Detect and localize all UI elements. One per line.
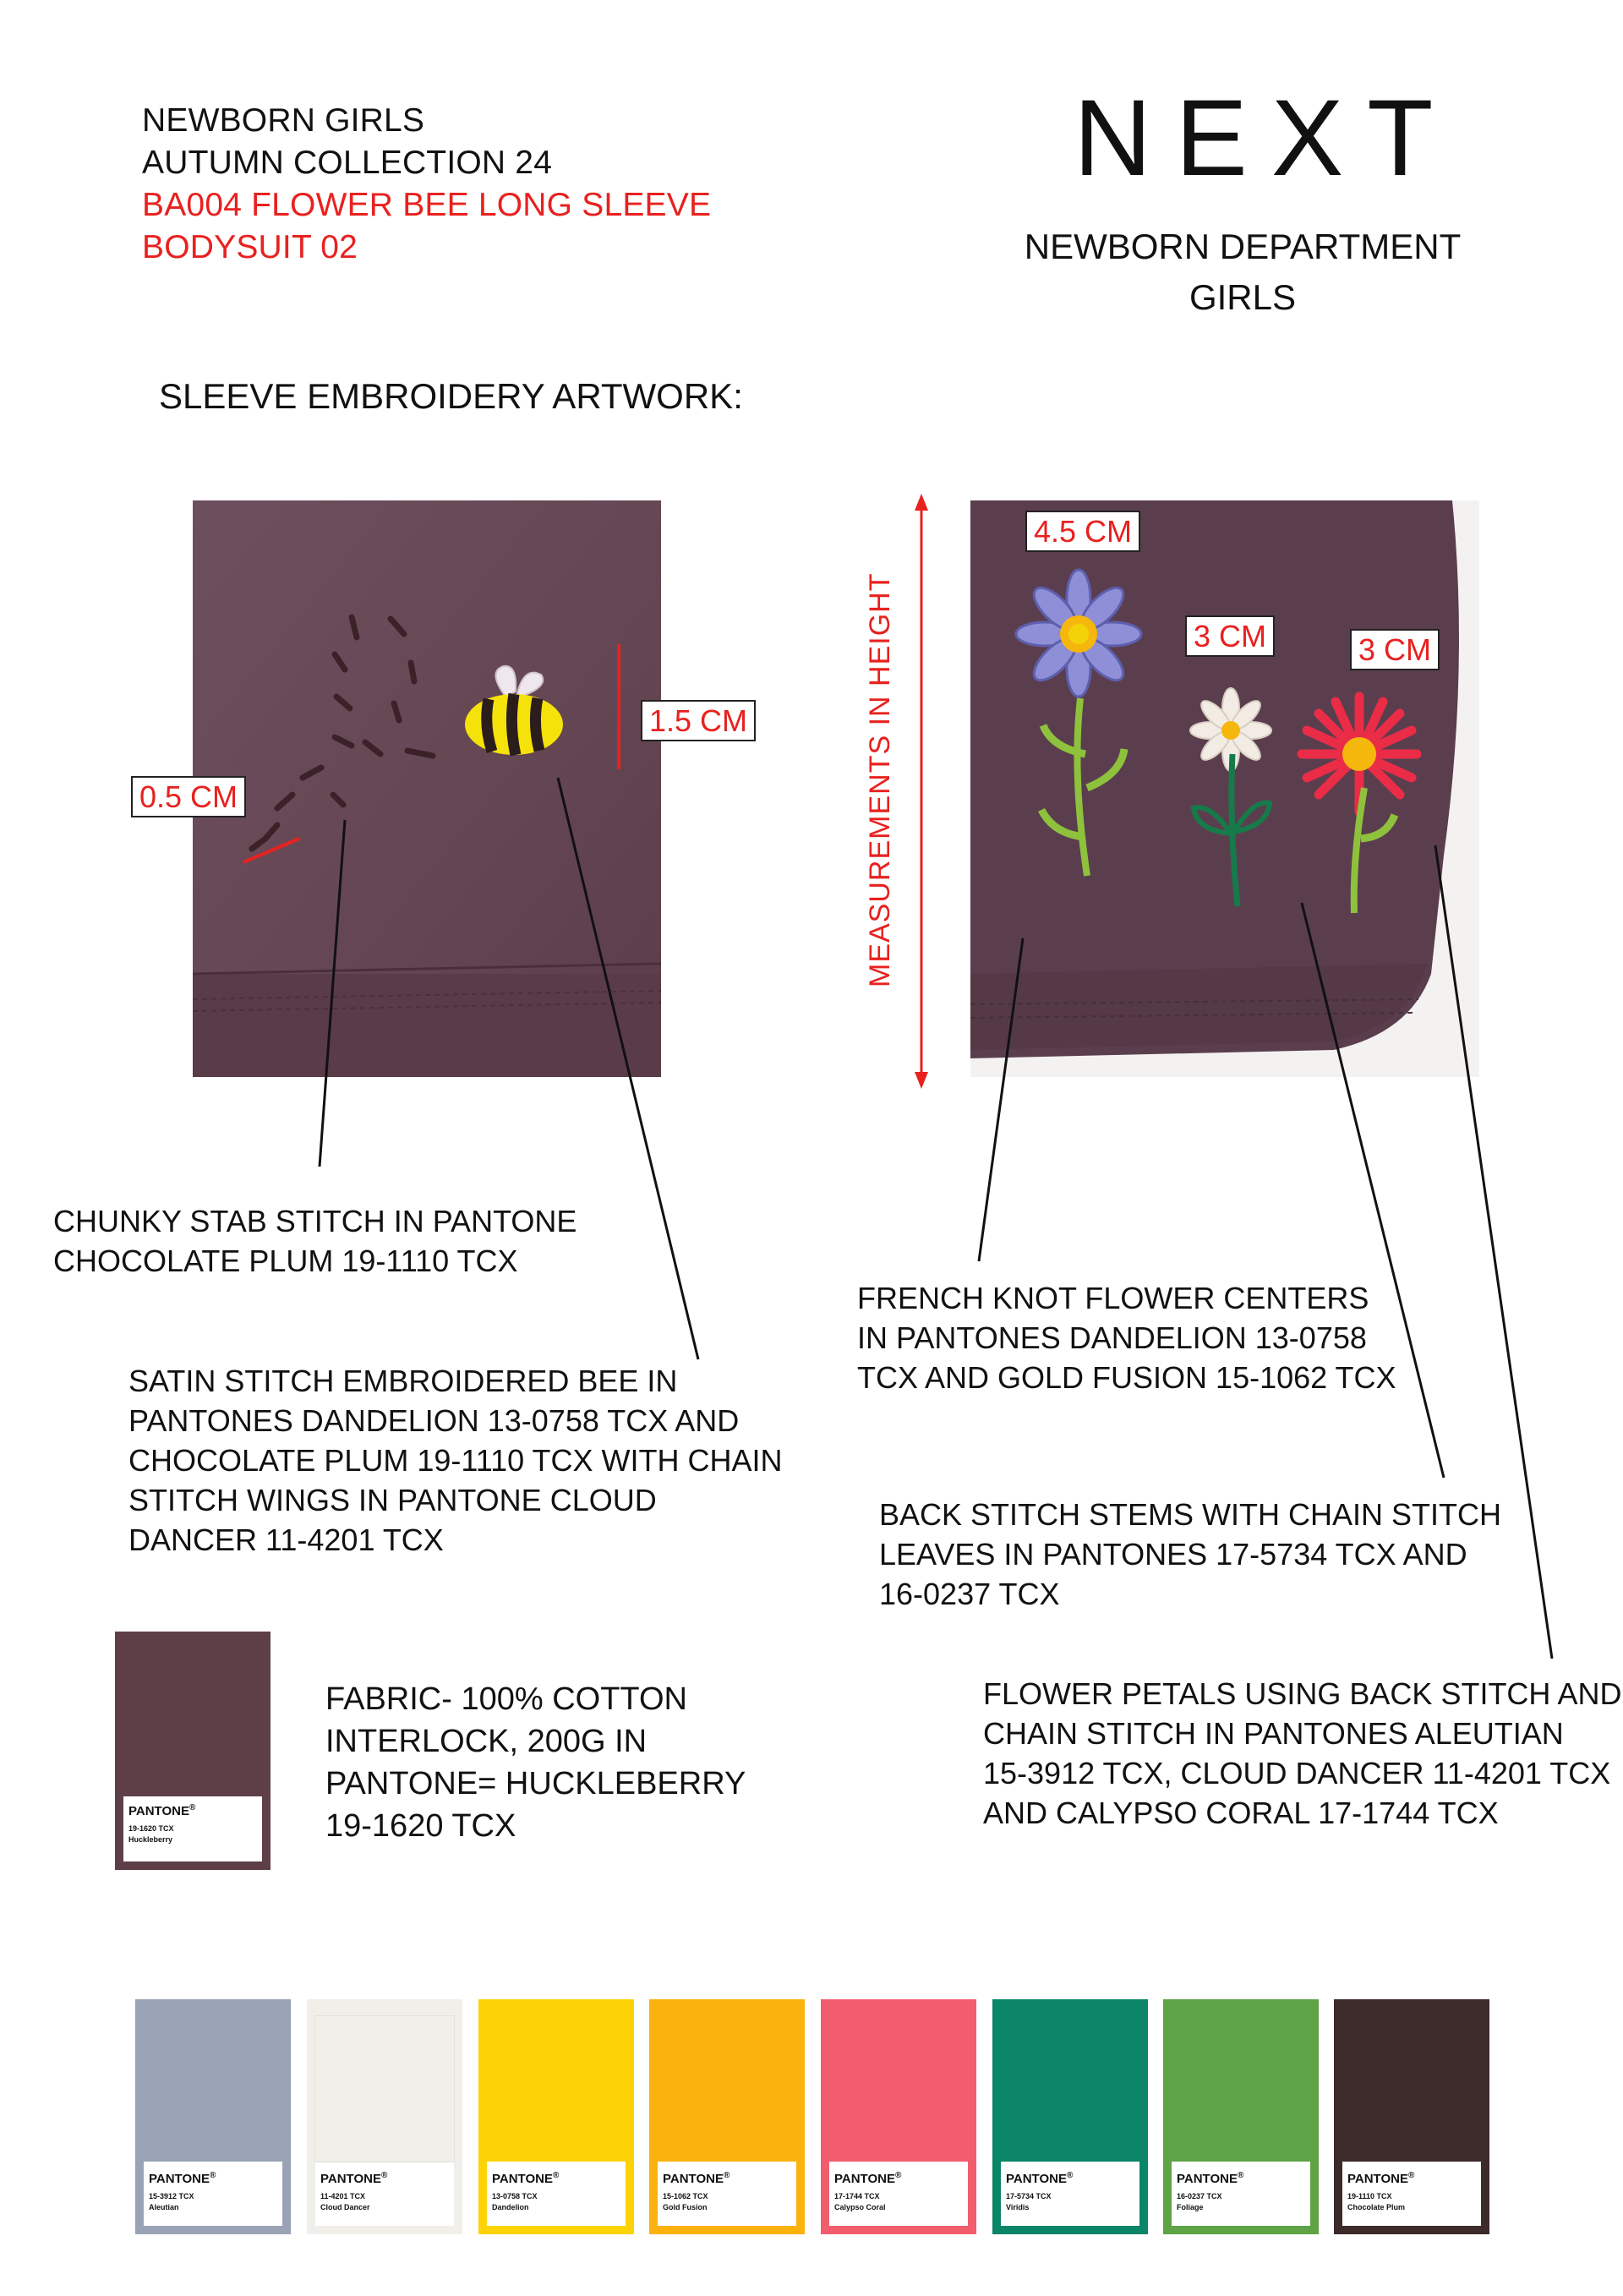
white-flower [1189,687,1273,907]
stab-stitch-trail [249,614,436,852]
bee-leader [556,777,700,1360]
stab-note-line-1: CHUNKY STAB STITCH IN PANTONE [53,1204,577,1238]
stem-note: BACK STITCH STEMS WITH CHAIN STITCH LEAV… [879,1495,1501,1614]
bee-note: SATIN STITCH EMBROIDERED BEE IN PANTONES… [128,1361,783,1560]
fabric-note-line-2: INTERLOCK, 200G IN [325,1724,648,1759]
french-knot-leader [977,938,1025,1262]
flower-sleeve-illustration [970,500,1479,1077]
red-flower [1297,692,1422,914]
fabric-note: FABRIC- 100% COTTON INTERLOCK, 200G IN P… [325,1678,746,1847]
white-flower-measure: 3 CM [1185,615,1276,658]
knot-note-line-2: IN PANTONES DANDELION 13-0758 [857,1320,1367,1355]
fabric-swatch-chip: PANTONE® 19-1620 TCX Huckleberry [123,1648,262,1861]
height-arrow [913,494,930,1089]
french-knot-note: FRENCH KNOT FLOWER CENTERS IN PANTONES D… [857,1278,1396,1397]
bee-note-line-3: CHOCOLATE PLUM 19-1110 TCX WITH CHAIN [128,1443,783,1478]
fabric-note-line-3: PANTONE= HUCKLEBERRY [325,1766,746,1801]
knot-note-line-3: TCX AND GOLD FUSION 15-1062 TCX [857,1360,1396,1395]
fabric-swatch-color [123,1648,262,1796]
petal-note-line-2: CHAIN STITCH IN PANTONES ALEUTIAN [983,1716,1564,1751]
bee-height-measure: 1.5 CM [641,700,757,742]
petal-leader [1434,845,1554,1659]
style-name-line-2: BODYSUIT 02 [142,229,358,265]
stab-stitch-note: CHUNKY STAB STITCH IN PANTONE CHOCOLATE … [53,1201,577,1281]
stab-stitch-measure: 0.5 CM [131,776,247,818]
fabric-note-line-1: FABRIC- 100% COTTON [325,1681,687,1717]
department-line-2: GIRLS [1189,277,1297,317]
bee-note-line-1: SATIN STITCH EMBROIDERED BEE IN [128,1364,678,1398]
red-flower-measure: 3 CM [1350,629,1440,671]
bee-note-line-4: STITCH WINGS IN PANTONE CLOUD [128,1483,657,1517]
department-line-1: NEWBORN DEPARTMENT [1024,227,1462,266]
stem-note-line-2: LEAVES IN PANTONES 17-5734 TCX AND [879,1537,1467,1572]
next-logo: NEXT [1074,78,1457,199]
section-title: SLEEVE EMBROIDERY ARTWORK: [159,376,743,416]
fabric-swatch-huckleberry: PANTONE® 19-1620 TCX Huckleberry [115,1632,270,1870]
collection-line-2: AUTUMN COLLECTION 24 [142,145,553,181]
fabric-swatch-name: Huckleberry [128,1835,173,1844]
department-label: NEWBORN DEPARTMENT GIRLS [997,221,1488,323]
stem-note-line-1: BACK STITCH STEMS WITH CHAIN STITCH [879,1497,1502,1532]
petal-note-line-3: 15-3912 TCX, CLOUD DANCER 11-4201 TCX [983,1756,1611,1790]
flower-sleeve-photo [970,500,1479,1077]
blue-flower [1014,568,1143,877]
blue-flower-measure: 4.5 CM [1025,511,1141,553]
fabric-note-line-4: 19-1620 TCX [325,1808,516,1844]
knot-note-line-1: FRENCH KNOT FLOWER CENTERS [857,1281,1369,1315]
fabric-swatch-code: 19-1620 TCX [128,1824,174,1833]
bee-note-line-2: PANTONES DANDELION 13-0758 TCX AND [128,1403,740,1438]
stab-stitch-leader [318,819,347,1167]
stem-note-line-3: 16-0237 TCX [879,1577,1060,1611]
style-name-line-1: BA004 FLOWER BEE LONG SLEEVE [142,187,712,223]
bee-sleeve-illustration [193,500,661,1077]
embroidered-bee [465,664,563,757]
bee-sleeve-photo [193,500,661,1077]
bee-note-line-5: DANCER 11-4201 TCX [128,1522,444,1557]
petal-note-line-1: FLOWER PETALS USING BACK STITCH AND [983,1676,1622,1711]
stem-leader [1300,902,1445,1479]
petal-note-line-4: AND CALYPSO CORAL 17-1744 TCX [983,1796,1499,1830]
fabric-swatch-brand: PANTONE® [128,1803,196,1818]
stab-note-line-2: CHOCOLATE PLUM 19-1110 TCX [53,1244,518,1278]
collection-line-1: NEWBORN GIRLS [142,102,425,139]
petal-note: FLOWER PETALS USING BACK STITCH AND CHAI… [983,1674,1621,1833]
